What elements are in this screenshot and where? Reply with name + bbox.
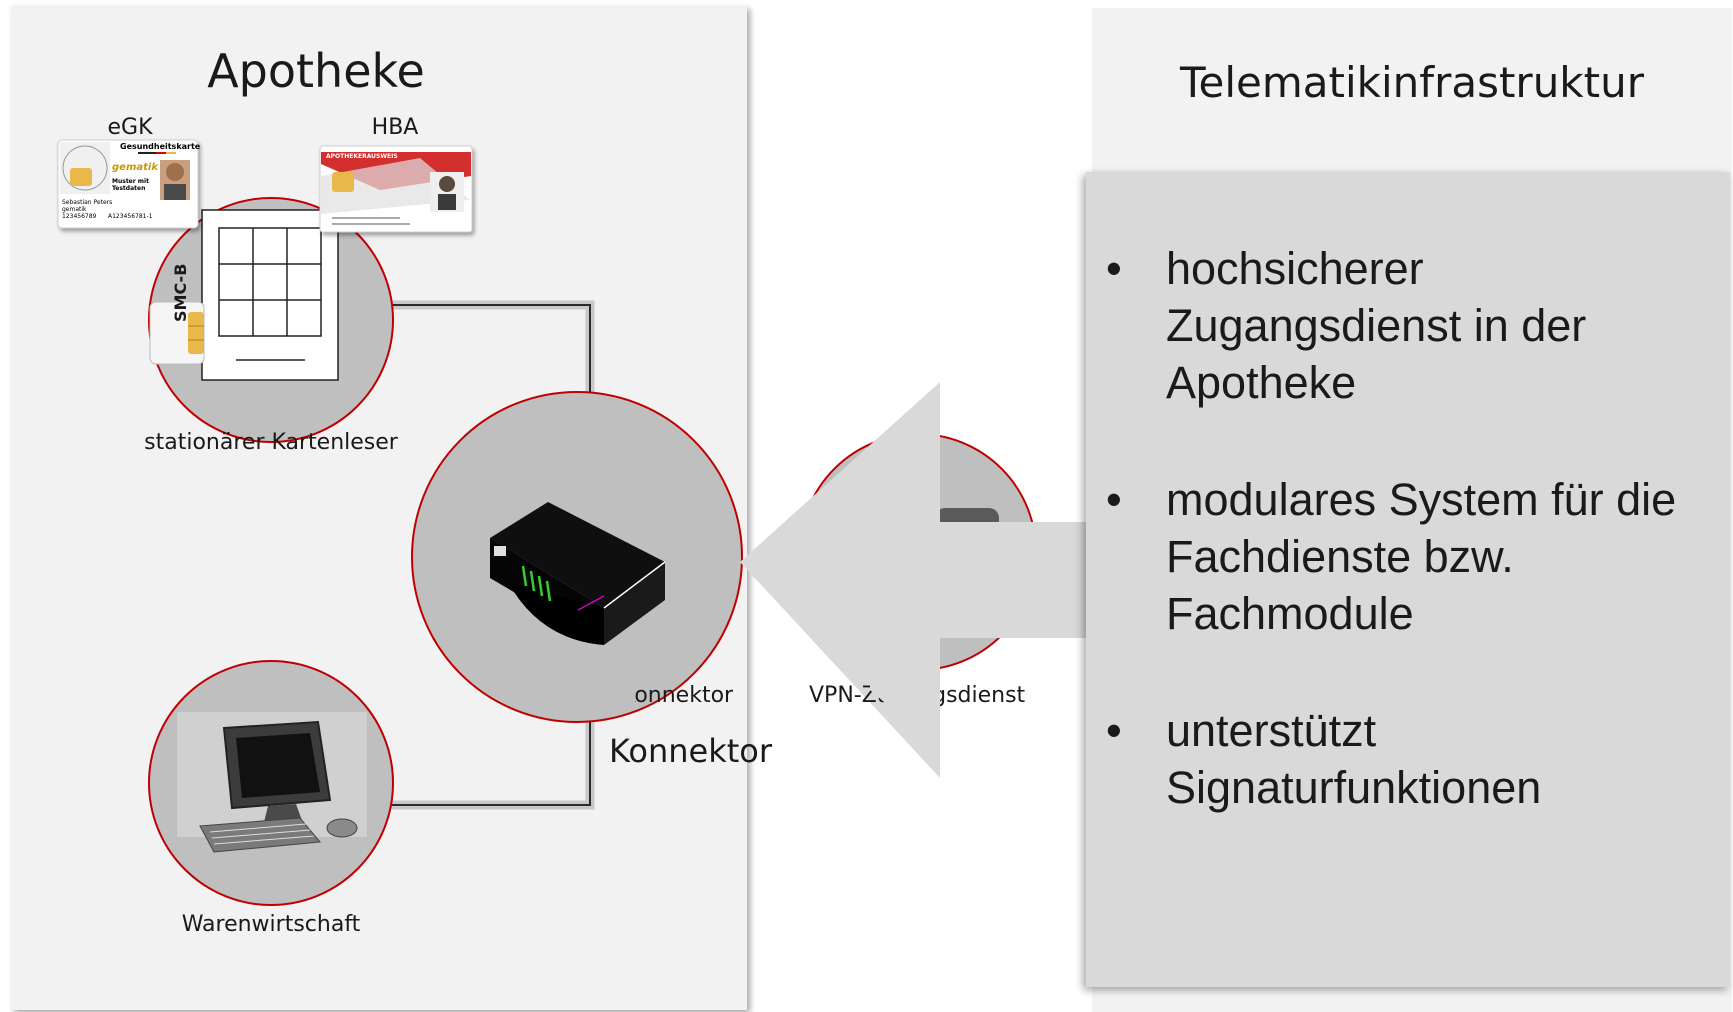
egk-card-header: Gesundheitskarte xyxy=(120,142,201,151)
smcb-label: SMC-B xyxy=(171,263,190,322)
telematik-title: Telematikinfrastruktur xyxy=(1180,58,1644,107)
bullet-marker: • xyxy=(1106,705,1122,756)
egk-card-number-right: A123456781-1 xyxy=(108,213,153,220)
info-box: • hochsicherer Zugangsdienst in der Apot… xyxy=(1086,172,1730,987)
connector-label: Konnektor xyxy=(609,732,773,770)
feature-text: hochsicherer Zugangsdienst in der Apothe… xyxy=(1166,243,1587,408)
svg-text:A: A xyxy=(456,153,467,169)
hba-card-header: APOTHEKERAUSWEIS xyxy=(326,153,398,160)
computer-icon xyxy=(177,712,367,853)
card-reader-label: stationärer Kartenleser xyxy=(144,430,398,455)
feature-item: • hochsicherer Zugangsdienst in der Apot… xyxy=(1086,240,1726,411)
hba-card-icon: A xyxy=(319,145,473,233)
smcb-card-icon xyxy=(149,301,205,365)
vpn-label: VPN-Zugangsdienst xyxy=(809,683,1026,708)
bullet-marker: • xyxy=(1106,474,1122,525)
connector-device-icon xyxy=(490,502,666,645)
egk-card-org: gematik xyxy=(62,206,87,213)
feature-text: unterstützt Signaturfunktionen xyxy=(1166,705,1542,813)
egk-card-sample: Muster mit Testdaten xyxy=(112,178,149,192)
feature-text: modulares System für die Fachdienste bzw… xyxy=(1166,474,1677,639)
egk-card-holder: Sebastian Peters xyxy=(62,199,113,206)
feature-item: • unterstützt Signaturfunktionen xyxy=(1086,702,1726,816)
egk-card-brand: gematik xyxy=(112,162,158,173)
card-reader-icon xyxy=(201,209,339,381)
apotheke-title: Apotheke xyxy=(207,44,425,98)
erp-label: Warenwirtschaft xyxy=(181,912,361,937)
feature-item: • modulares System für die Fachdienste b… xyxy=(1086,471,1726,642)
hba-label: HBA xyxy=(371,115,419,140)
bullet-marker: • xyxy=(1106,243,1122,294)
connector-small-label: Konnektor xyxy=(621,683,734,708)
egk-card-number-left: 123456789 xyxy=(62,213,97,220)
integration-arrow xyxy=(740,382,1110,778)
egk-label: eGK xyxy=(107,115,153,140)
egk-card-icon xyxy=(57,139,199,229)
feature-list: • hochsicherer Zugangsdienst in der Apot… xyxy=(1086,240,1726,876)
